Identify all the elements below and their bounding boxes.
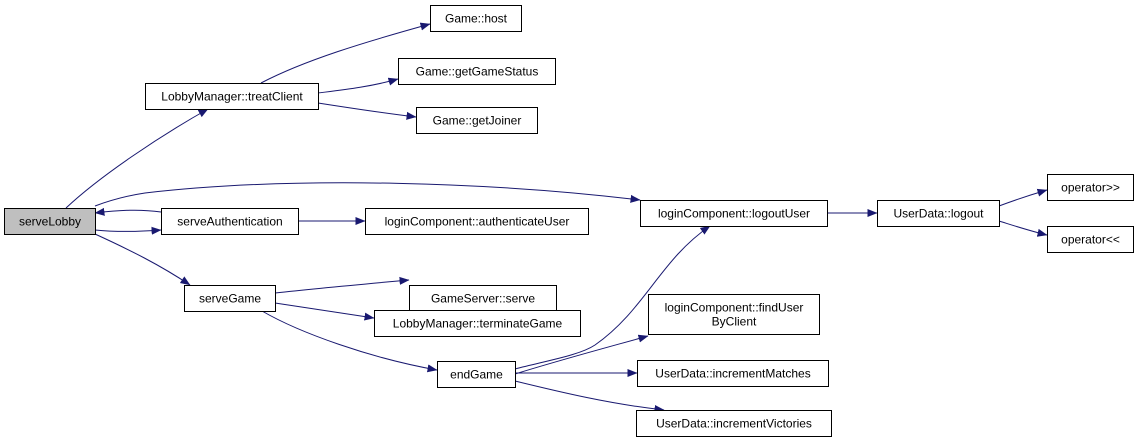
node-box <box>398 58 556 85</box>
node-label: serveAuthentication <box>177 215 282 229</box>
node-box <box>365 208 589 235</box>
edge-user-logout-to-op-rshift <box>998 188 1048 207</box>
node-serve-game[interactable]: serveGame <box>184 285 276 312</box>
node-label: LobbyManager::treatClient <box>161 90 303 104</box>
node-op-rshift[interactable]: operator>> <box>1047 174 1134 201</box>
node-label: serveLobby <box>19 215 81 229</box>
node-label: Game::host <box>445 12 508 26</box>
node-serve-auth[interactable]: serveAuthentication <box>161 208 299 235</box>
edge-end-game-to-user-victories <box>514 380 665 413</box>
node-game-joiner[interactable]: Game::getJoiner <box>416 107 538 134</box>
node-label: LobbyManager::terminateGame <box>393 317 563 331</box>
node-box <box>4 208 96 235</box>
edge-serveLobby-to-login-logout <box>94 182 641 207</box>
edge-end-game-to-login-find <box>514 334 649 375</box>
edges <box>65 22 1048 413</box>
edge-serve-auth-to-serveLobby <box>94 207 162 216</box>
node-box <box>1047 174 1134 201</box>
node-lobby-treat[interactable]: LobbyManager::treatClient <box>145 83 319 110</box>
node-label: ByClient <box>712 315 757 329</box>
node-user-logout[interactable]: UserData::logout <box>877 200 1000 227</box>
node-gameserver-serve[interactable]: GameServer::serve <box>409 285 557 312</box>
nodes: serveLobbyLobbyManager::treatClientGame:… <box>4 5 1134 437</box>
node-box <box>877 200 1000 227</box>
edge-serve-game-to-end-game <box>261 310 438 373</box>
node-box <box>636 410 832 437</box>
edge-serve-game-to-lobby-terminate <box>274 302 375 321</box>
edge-serveLobby-to-serve-auth <box>94 226 162 235</box>
node-box <box>648 294 820 335</box>
edge-serveLobby-to-lobby-treat <box>65 108 209 209</box>
edge-lobby-treat-to-game-joiner <box>317 102 417 120</box>
node-box <box>184 285 276 312</box>
node-label: endGame <box>450 368 503 382</box>
node-label: Game::getGameStatus <box>416 65 539 79</box>
node-box <box>637 360 829 387</box>
node-label: loginComponent::logoutUser <box>658 207 810 221</box>
node-label: operator>> <box>1061 181 1120 195</box>
node-label: UserData::incrementVictories <box>656 417 812 431</box>
node-login-auth[interactable]: loginComponent::authenticateUser <box>365 208 589 235</box>
node-serveLobby[interactable]: serveLobby <box>4 208 96 235</box>
node-op-lshift[interactable]: operator<< <box>1047 226 1134 253</box>
node-user-matches[interactable]: UserData::incrementMatches <box>637 360 829 387</box>
node-label: loginComponent::authenticateUser <box>385 215 570 229</box>
node-end-game[interactable]: endGame <box>437 361 516 388</box>
node-box <box>430 5 522 32</box>
node-label: Game::getJoiner <box>433 114 522 128</box>
node-box <box>409 285 557 312</box>
node-label: loginComponent::findUser <box>665 301 804 315</box>
node-label: UserData::logout <box>893 207 984 221</box>
node-lobby-terminate[interactable]: LobbyManager::terminateGame <box>374 310 581 337</box>
node-box <box>416 107 538 134</box>
edge-serveLobby-to-serve-game <box>94 233 191 286</box>
node-box <box>1047 226 1134 253</box>
edge-end-game-to-login-logout <box>514 225 711 370</box>
node-box <box>640 200 828 227</box>
edge-lobby-treat-to-game-host <box>260 22 431 84</box>
edge-serve-game-to-gameserver-serve <box>274 276 410 294</box>
node-box <box>437 361 516 388</box>
node-box <box>161 208 299 235</box>
node-game-status[interactable]: Game::getGameStatus <box>398 58 556 85</box>
node-login-logout[interactable]: loginComponent::logoutUser <box>640 200 828 227</box>
node-user-victories[interactable]: UserData::incrementVictories <box>636 410 832 437</box>
node-label: UserData::incrementMatches <box>655 367 810 381</box>
edge-lobby-treat-to-game-status <box>317 77 399 94</box>
node-label: serveGame <box>199 292 261 306</box>
edge-user-logout-to-op-lshift <box>998 220 1048 237</box>
node-box <box>145 83 319 110</box>
node-game-host[interactable]: Game::host <box>430 5 522 32</box>
node-label: operator<< <box>1061 233 1120 247</box>
node-box <box>374 310 581 337</box>
node-label: GameServer::serve <box>431 292 535 306</box>
